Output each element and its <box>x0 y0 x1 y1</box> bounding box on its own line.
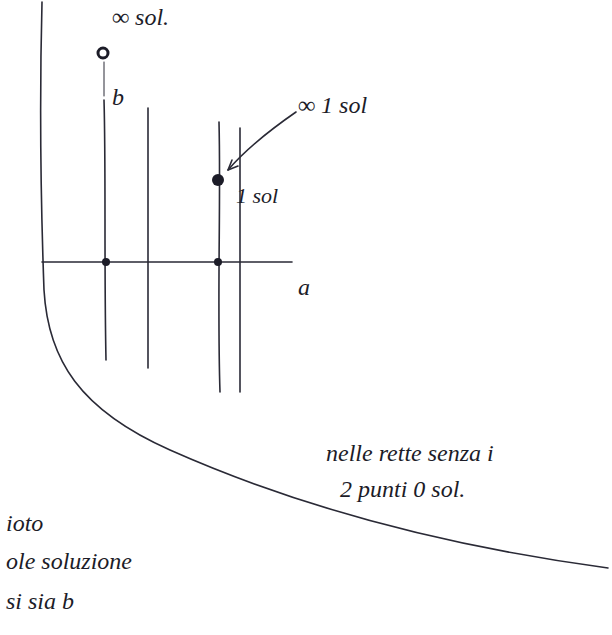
solution-note: ∞ 1 sol <box>298 92 367 118</box>
leader-arrow <box>228 112 296 170</box>
vertical-line <box>239 128 241 392</box>
open-point <box>98 48 108 58</box>
boundary-curve <box>41 2 608 568</box>
vertical-line <box>219 122 220 392</box>
axis-label: a <box>298 274 310 300</box>
note-text: si sia b <box>6 588 74 614</box>
axis-point <box>214 258 222 266</box>
solution-note: 1 sol <box>236 184 278 208</box>
note-text: ole soluzione <box>6 548 132 574</box>
axis-label: b <box>112 84 124 110</box>
note-text: 2 punti 0 sol. <box>340 476 465 502</box>
vertical-line <box>104 100 106 360</box>
leader-line <box>104 62 105 96</box>
solution-point <box>212 174 224 186</box>
solution-note: ∞ sol. <box>112 4 169 30</box>
axis-point <box>102 258 110 266</box>
arrow-head <box>228 160 238 170</box>
vertical-line <box>147 108 149 368</box>
a-axis <box>42 261 292 263</box>
note-text: ioto <box>6 510 43 536</box>
note-text: nelle rette senza i <box>326 440 494 466</box>
